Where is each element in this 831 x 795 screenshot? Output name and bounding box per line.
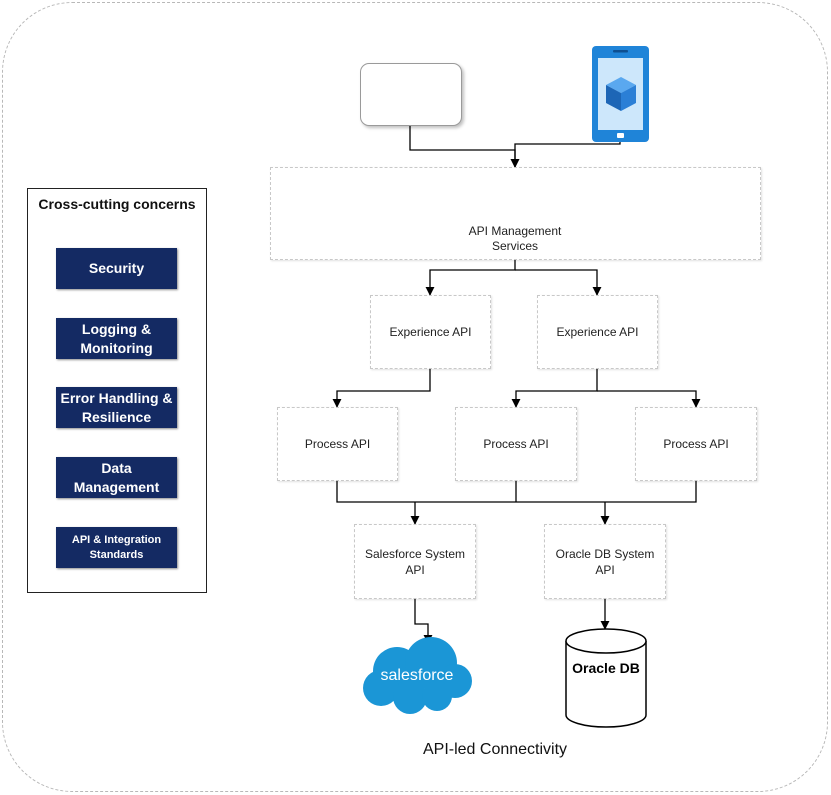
oracle-db-cylinder — [565, 628, 647, 728]
salesforce-cloud-icon — [363, 637, 472, 714]
oracle-db-label: Oracle DB — [572, 660, 640, 676]
connector-exp2-to-process2 — [511, 369, 598, 408]
browser-window-icon — [360, 63, 462, 126]
api-management-box — [270, 167, 761, 260]
connector-mobile-to-gateway — [510, 140, 621, 168]
oracle-system-api-box: Oracle DB System API — [544, 524, 666, 599]
cross-cutting-concerns-title: Cross-cutting concerns — [38, 196, 196, 212]
api-management-label: API Management Services — [468, 224, 562, 253]
salesforce-system-api-box: Salesforce System API — [354, 524, 476, 599]
experience-api-box-1: Experience API — [370, 295, 491, 369]
concern-data-management: Data Management — [56, 457, 177, 498]
diagram-caption: API-led Connectivity — [422, 741, 568, 758]
process-api-box-2: Process API — [455, 407, 577, 481]
process-api-box-3: Process API — [635, 407, 757, 481]
experience-api-box-2: Experience API — [537, 295, 658, 369]
connector-salesforce-api-to-cloud — [414, 599, 433, 644]
process-api-box-1: Process API — [277, 407, 398, 481]
salesforce-logo-label: salesforce — [380, 667, 454, 684]
connector-exp1-to-process1 — [332, 369, 431, 408]
connector-browser-to-gateway — [409, 126, 520, 168]
mobile-phone-icon — [592, 46, 649, 142]
connector-gateway-to-experience — [425, 260, 516, 296]
concern-error-handling: Error Handling & Resilience — [56, 387, 177, 428]
connector-exp2-to-process3 — [597, 390, 701, 408]
concern-security: Security — [56, 248, 177, 289]
connector-gateway-to-experience-2 — [515, 269, 602, 296]
concern-logging-monitoring: Logging & Monitoring — [56, 318, 177, 359]
concern-api-integration-standards: API & Integration Standards — [56, 527, 177, 568]
